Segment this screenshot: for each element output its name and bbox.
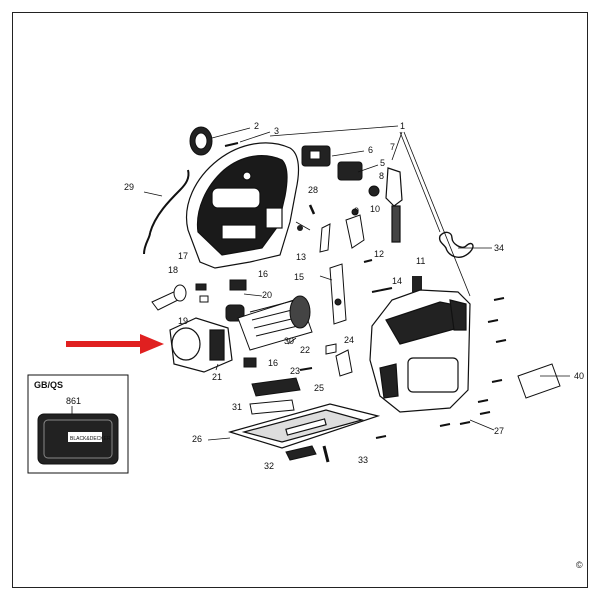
part-label-19: 19 — [178, 316, 188, 326]
speed-dial-knob — [189, 126, 213, 156]
part-label-27: 27 — [494, 426, 504, 436]
part-label-13: 13 — [296, 252, 306, 262]
part-11-clip — [412, 276, 422, 292]
part-label-24: 24 — [344, 335, 354, 345]
cord-clamp-parts — [151, 283, 209, 311]
part-label-7: 7 — [390, 142, 395, 152]
part-label-16a: 16 — [258, 269, 268, 279]
diagram-frame — [12, 12, 588, 588]
label-plate — [517, 363, 561, 399]
part-label-14: 14 — [392, 276, 402, 286]
part-label-22: 22 — [300, 345, 310, 355]
housing-half-right — [369, 289, 471, 413]
blade-guard-25 — [251, 377, 301, 397]
plunger-part — [385, 167, 403, 243]
brush-lower — [243, 357, 257, 368]
trigger-part — [337, 161, 363, 181]
stator-field — [169, 317, 233, 373]
part-label-16b: 16 — [268, 358, 278, 368]
bracket-part — [319, 223, 331, 253]
roller-parts — [299, 343, 353, 377]
part-number-labels: 1 2 3 5 6 7 8 9 10 11 12 13 14 15 16 16 … — [124, 121, 584, 471]
part-label-8: 8 — [379, 171, 384, 181]
part-label-6: 6 — [368, 145, 373, 155]
part-label-10: 10 — [370, 204, 380, 214]
part-label-11: 11 — [416, 256, 425, 266]
guide-plate — [329, 263, 347, 325]
part-label-32: 32 — [264, 461, 274, 471]
part-label-28: 28 — [308, 185, 318, 195]
part-label-21: 21 — [212, 372, 222, 382]
part-label-33: 33 — [358, 455, 368, 465]
armature — [225, 295, 313, 351]
accessory-inset: GB/QS 861 BLACK&DECKER — [27, 374, 129, 474]
part-label-25: 25 — [314, 383, 324, 393]
brush-holder — [229, 279, 247, 291]
part-label-31: 31 — [232, 402, 242, 412]
cord-guard — [149, 169, 190, 234]
small-gear — [368, 185, 380, 197]
leader-lines — [143, 125, 570, 441]
part-label-3: 3 — [274, 126, 279, 136]
red-pointer-arrow — [66, 334, 164, 354]
shoe-screw-33 — [322, 445, 330, 463]
washer — [297, 225, 303, 231]
housing-screws — [375, 297, 507, 439]
part-label-5: 5 — [380, 158, 385, 168]
part-label-2: 2 — [254, 121, 259, 131]
part-label-23: 23 — [290, 366, 300, 376]
clip-31 — [249, 399, 295, 415]
blade-wrench — [438, 231, 474, 258]
base-shoe — [227, 403, 381, 449]
part-label-40: 40 — [574, 371, 584, 381]
part-label-1: 1 — [400, 121, 405, 131]
screw-12 — [363, 259, 373, 263]
part-label-18: 18 — [168, 265, 178, 275]
part-label-9: 9 — [354, 206, 359, 216]
housing-half — [186, 142, 300, 269]
part-label-29: 29 — [124, 182, 134, 192]
pin-part — [308, 204, 316, 215]
copyright-mark: © — [576, 560, 583, 570]
screw-part — [224, 142, 239, 147]
part-label-26: 26 — [192, 434, 202, 444]
screw-14 — [371, 287, 393, 293]
inset-part-number: 861 — [66, 396, 81, 406]
lever-part — [345, 208, 365, 249]
part-label-12: 12 — [374, 249, 384, 259]
part-label-30: 30 — [284, 336, 294, 346]
shoe-clip-32 — [285, 445, 317, 461]
part-label-34: 34 — [494, 243, 504, 253]
case-brand-text: BLACK&DECKER — [70, 436, 111, 442]
inset-title: GB/QS — [34, 380, 63, 390]
switch-part — [301, 145, 331, 167]
part-label-15: 15 — [294, 272, 304, 282]
part-label-17: 17 — [178, 251, 188, 261]
part-label-20: 20 — [262, 290, 272, 300]
